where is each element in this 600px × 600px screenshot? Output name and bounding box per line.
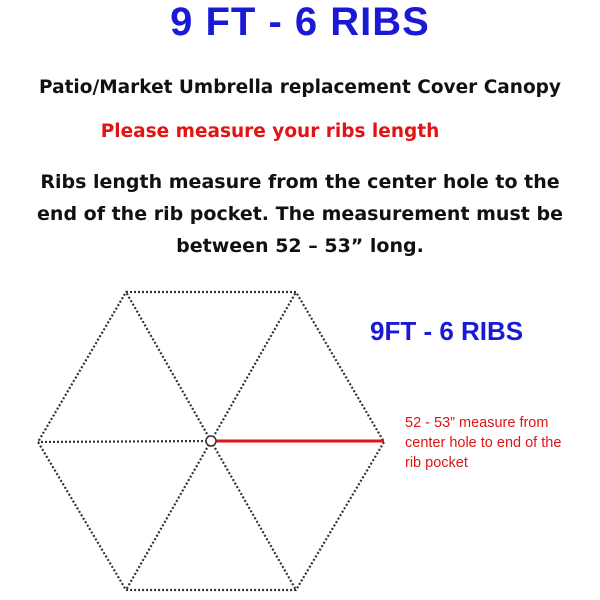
rib-line-4 xyxy=(125,440,212,591)
canopy-frame xyxy=(36,290,386,592)
size-label: 9FT - 6 RIBS xyxy=(370,316,524,346)
rib-line-5 xyxy=(210,440,297,591)
rib-line-2 xyxy=(210,291,297,442)
page-title: 9 FT - 6 RIBS xyxy=(170,0,430,44)
instructions-block: Ribs length measure from the center hole… xyxy=(20,166,580,262)
rib-line-3 xyxy=(37,439,212,444)
canopy-outline xyxy=(36,290,386,592)
product-subtitle: Patio/Market Umbrella replacement Cover … xyxy=(39,77,561,98)
center-hole xyxy=(205,435,217,447)
rib-line-1 xyxy=(125,291,212,442)
instructions-line-2: end of the rib pocket. The measurement m… xyxy=(37,203,563,225)
instructions-line-1: Ribs length measure from the center hole… xyxy=(40,171,560,193)
measurement-annotation: 52 - 53” measure from center hole to end… xyxy=(405,415,562,471)
measure-notice: Please measure your ribs length xyxy=(100,121,440,142)
instructions-line-3: between 52 – 53” long. xyxy=(176,235,424,257)
